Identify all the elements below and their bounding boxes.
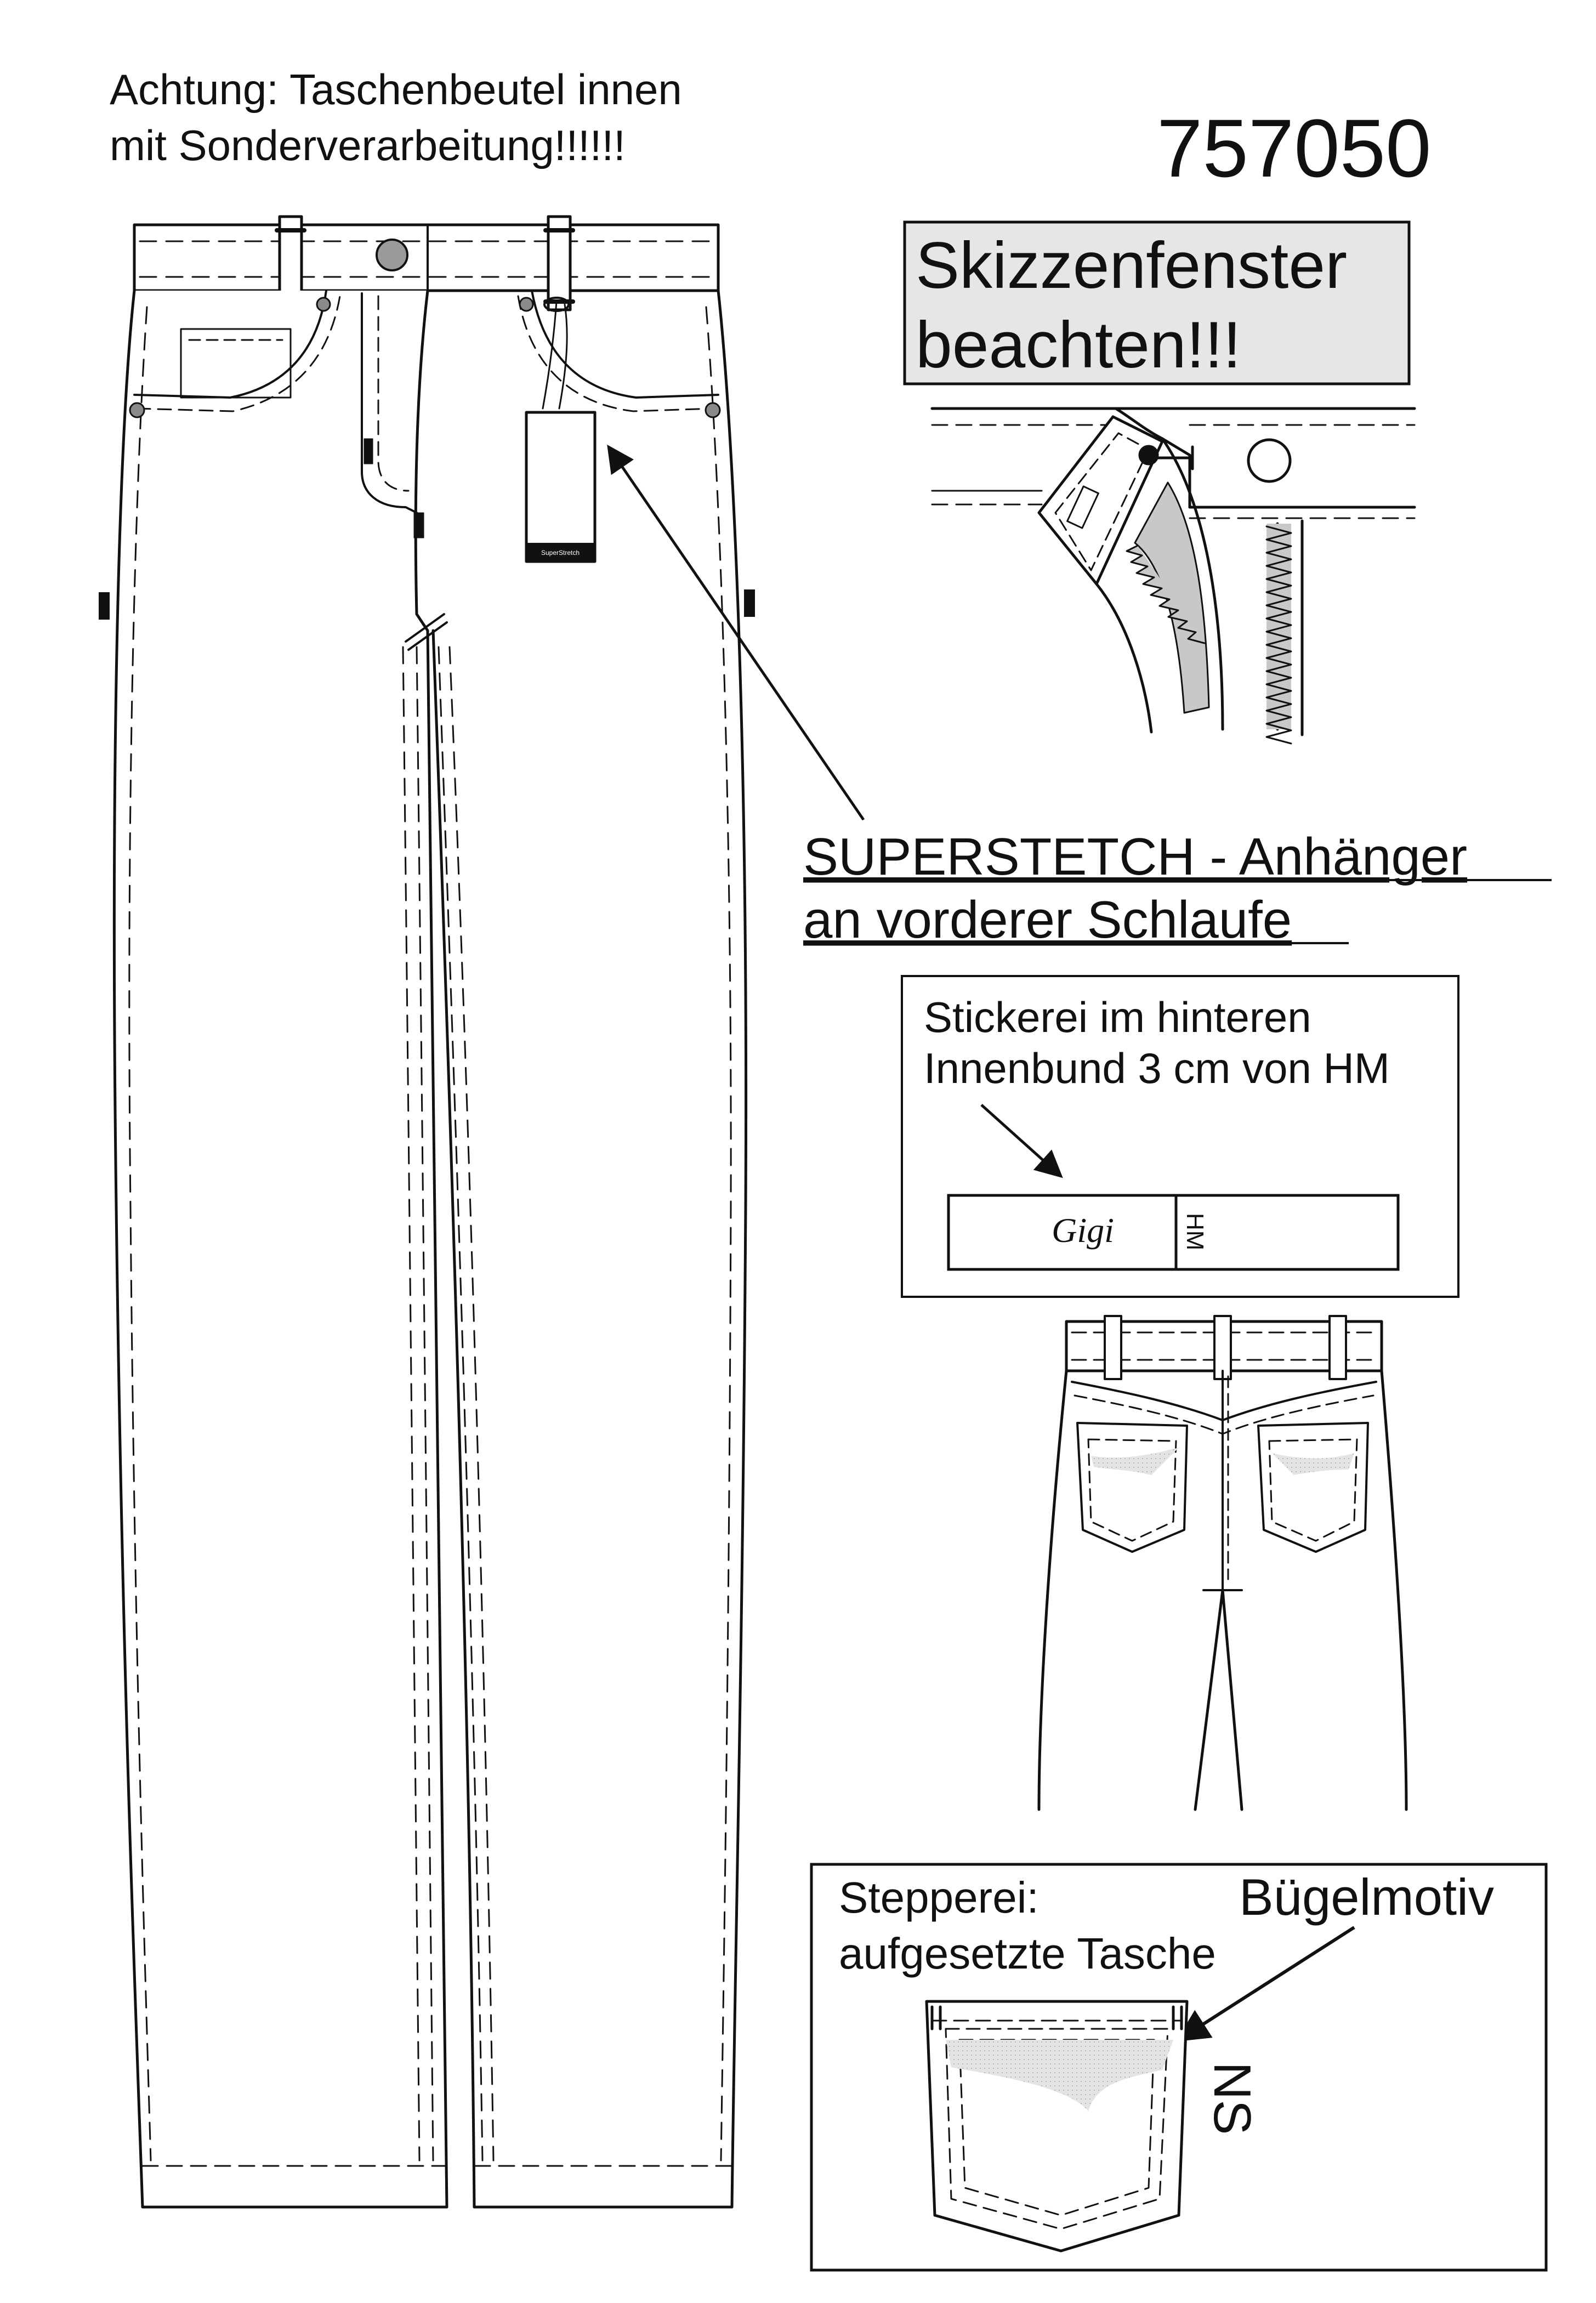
ns-side-code: NS bbox=[1203, 2062, 1262, 2135]
sketch-window-note: Skizzenfenster beachten!!! bbox=[903, 220, 1411, 385]
gigi-logo-embroidery: Gigi bbox=[1052, 1211, 1114, 1250]
front-view-jeans: SuperStretch bbox=[99, 215, 755, 2209]
tag-callout-arrow bbox=[607, 444, 865, 821]
fly-detail-sketch bbox=[930, 407, 1416, 745]
pocket-title-line-2: aufgesetzte Tasche bbox=[839, 1929, 1216, 1978]
sketch-window-line-1: Skizzenfenster bbox=[916, 229, 1347, 302]
waistband bbox=[133, 223, 720, 292]
superstretch-hang-tag bbox=[525, 411, 597, 563]
warning-note: Achtung: Taschenbeutel innen mit Sonderv… bbox=[110, 65, 682, 169]
embroidery-note: Stickerei im hinteren Innenbund 3 cm von… bbox=[901, 975, 1459, 1298]
embroidery-line-2: Innenbund 3 cm von HM bbox=[924, 1044, 1390, 1092]
tag-brand-text: SuperStretch bbox=[541, 549, 580, 557]
back-view-jeans bbox=[1037, 1315, 1408, 1811]
article-number: 757050 bbox=[1157, 102, 1432, 194]
embroidery-line-1: Stickerei im hinteren bbox=[924, 993, 1311, 1041]
hm-label: HM bbox=[1182, 1213, 1208, 1250]
sketch-window-line-2: beachten!!! bbox=[916, 308, 1241, 382]
tag-callout-line-2: an vorderer Schlaufe bbox=[803, 890, 1292, 949]
inner-waistband-label bbox=[947, 1194, 1400, 1271]
motif-label: Bügelmotiv bbox=[1239, 1868, 1494, 1926]
warning-line-2: mit Sonderverarbeitung!!!!!! bbox=[110, 121, 626, 169]
motif-arrow bbox=[1175, 1926, 1355, 2042]
waist-button bbox=[376, 239, 408, 271]
tag-callout: SUPERSTETCH - Anhänger an vorderer Schla… bbox=[803, 827, 1552, 949]
warning-line-1: Achtung: Taschenbeutel innen bbox=[110, 65, 682, 114]
pocket-title-line-1: Stepperei: bbox=[839, 1873, 1039, 1922]
patch-pocket-sketch bbox=[925, 2000, 1189, 2253]
iron-on-motif bbox=[946, 2040, 1173, 2111]
tag-callout-line-1: SUPERSTETCH - Anhänger bbox=[803, 827, 1467, 886]
